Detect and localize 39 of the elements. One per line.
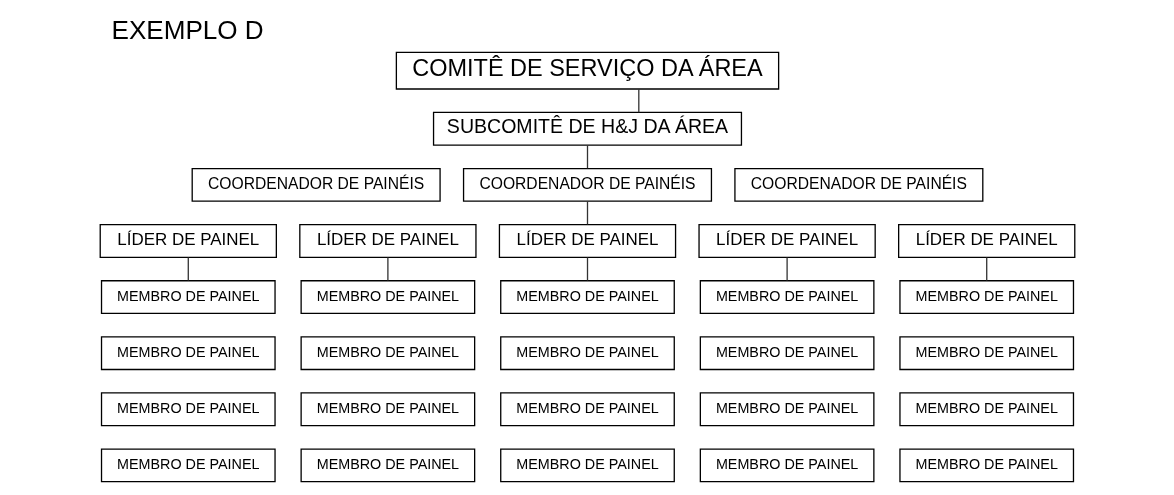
node-box: COORDENADOR DE PAINÉIS (462, 167, 712, 202)
node-box: LÍDER DE PAINEL (99, 224, 277, 258)
node-box: MEMBRO DE PAINEL (499, 336, 675, 371)
node-box: MEMBRO DE PAINEL (699, 392, 874, 427)
connector (386, 256, 389, 282)
node-box: COORDENADOR DE PAINÉIS (191, 167, 441, 202)
node-box: MEMBRO DE PAINEL (100, 336, 276, 371)
node-box: MEMBRO DE PAINEL (699, 336, 874, 371)
node-box: MEMBRO DE PAINEL (300, 448, 475, 483)
node-box: LÍDER DE PAINEL (697, 224, 876, 258)
node-box: MEMBRO DE PAINEL (300, 280, 475, 315)
connector (985, 256, 987, 282)
node-box: MEMBRO DE PAINEL (898, 280, 1074, 315)
node-box: LÍDER DE PAINEL (298, 224, 477, 258)
node-box: COORDENADOR DE PAINÉIS (733, 167, 983, 202)
connector (187, 256, 189, 282)
connector (586, 144, 588, 169)
diagram-title: EXEMPLO D (111, 15, 264, 46)
node-box: LÍDER DE PAINEL (498, 224, 676, 258)
node-box: MEMBRO DE PAINEL (300, 392, 475, 427)
connector (586, 256, 588, 282)
connector (637, 88, 639, 113)
node-box: MEMBRO DE PAINEL (300, 336, 475, 371)
node-box: MEMBRO DE PAINEL (100, 392, 276, 427)
node-box: MEMBRO DE PAINEL (100, 280, 276, 315)
node-box: LÍDER DE PAINEL (897, 224, 1075, 258)
node-box: MEMBRO DE PAINEL (699, 448, 874, 483)
connector (785, 256, 788, 282)
node-box: MEMBRO DE PAINEL (499, 392, 675, 427)
node-box: MEMBRO DE PAINEL (699, 280, 874, 315)
node-box: COMITÊ DE SERVIÇO DA ÁREA (395, 51, 779, 90)
node-box: MEMBRO DE PAINEL (499, 280, 675, 315)
node-box: MEMBRO DE PAINEL (898, 448, 1074, 483)
connector (586, 200, 588, 225)
node-box: MEMBRO DE PAINEL (898, 336, 1074, 371)
node-box: MEMBRO DE PAINEL (898, 392, 1074, 427)
node-box: MEMBRO DE PAINEL (100, 448, 276, 483)
node-box: MEMBRO DE PAINEL (499, 448, 675, 483)
node-box: SUBCOMITÊ DE H&J DA ÁREA (432, 111, 742, 146)
